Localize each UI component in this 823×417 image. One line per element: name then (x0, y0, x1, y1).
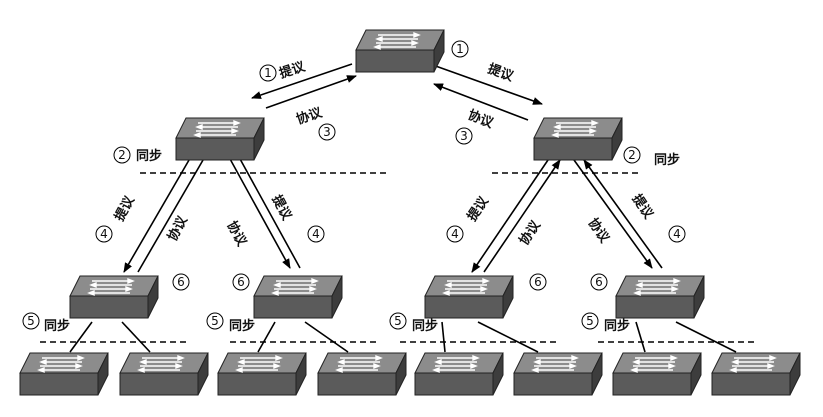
switch-icon (69, 275, 159, 319)
propose-label: 提议 (464, 193, 492, 224)
arrows-right (471, 159, 663, 273)
agree-label: 协议 (294, 104, 325, 128)
sync-label: 同步 (654, 152, 680, 168)
switch-icon (612, 352, 702, 396)
switches (19, 29, 801, 396)
root-switch-icon (355, 29, 445, 73)
sync-label: 同步 (229, 318, 255, 334)
agree-label: 协议 (466, 107, 497, 132)
arrows-left (123, 147, 301, 273)
switch-icon (19, 352, 109, 396)
step-number: 5 (394, 314, 402, 328)
switch-icon (414, 352, 504, 396)
switch-icon (533, 117, 623, 161)
link-lines (69, 321, 737, 353)
step-number: 6 (595, 275, 603, 289)
step-number: 4 (100, 227, 108, 241)
step-number: 3 (323, 125, 331, 139)
step-number: 5 (586, 314, 594, 328)
switch-icon (217, 352, 307, 396)
step-number: 1 (264, 66, 272, 80)
agree-label: 协议 (223, 218, 250, 249)
agree-label: 协议 (164, 213, 191, 244)
step-number: 2 (118, 148, 126, 162)
sync-label: 同步 (412, 318, 438, 334)
switch-icon (119, 352, 209, 396)
sync-label: 同步 (604, 318, 630, 334)
sync-label: 同步 (44, 318, 70, 334)
propose-label: 提议 (277, 58, 308, 82)
propose-label: 提议 (486, 61, 517, 85)
switch-icon (317, 352, 407, 396)
propose-label: 提议 (111, 193, 138, 224)
switch-icon (615, 275, 705, 319)
switch-icon (253, 275, 343, 319)
switch-icon (175, 117, 265, 161)
switch-icon (711, 352, 801, 396)
step-number: 3 (460, 129, 468, 143)
step-number: 6 (534, 275, 542, 289)
step-markers (22, 40, 686, 330)
agree-label: 协议 (516, 217, 544, 248)
agree-label: 协议 (585, 215, 613, 246)
sync-label: 同步 (136, 148, 162, 164)
step-number: 5 (211, 314, 219, 328)
switch-icon (424, 275, 514, 319)
step-number: 5 (27, 314, 35, 328)
switch-icon (513, 352, 603, 396)
propose-label: 提议 (629, 191, 657, 222)
step-number: 4 (312, 227, 320, 241)
step-number: 4 (673, 227, 681, 241)
arrows-root (251, 63, 543, 121)
step-number: 6 (177, 275, 185, 289)
step-number: 4 (451, 227, 459, 241)
step-number: 6 (237, 275, 245, 289)
step-number: 2 (628, 148, 636, 162)
step-number: 1 (456, 42, 464, 56)
step-numbers: 1 1 3 3 2 2 4 4 4 4 6 6 6 6 5 5 5 5 (27, 42, 681, 328)
